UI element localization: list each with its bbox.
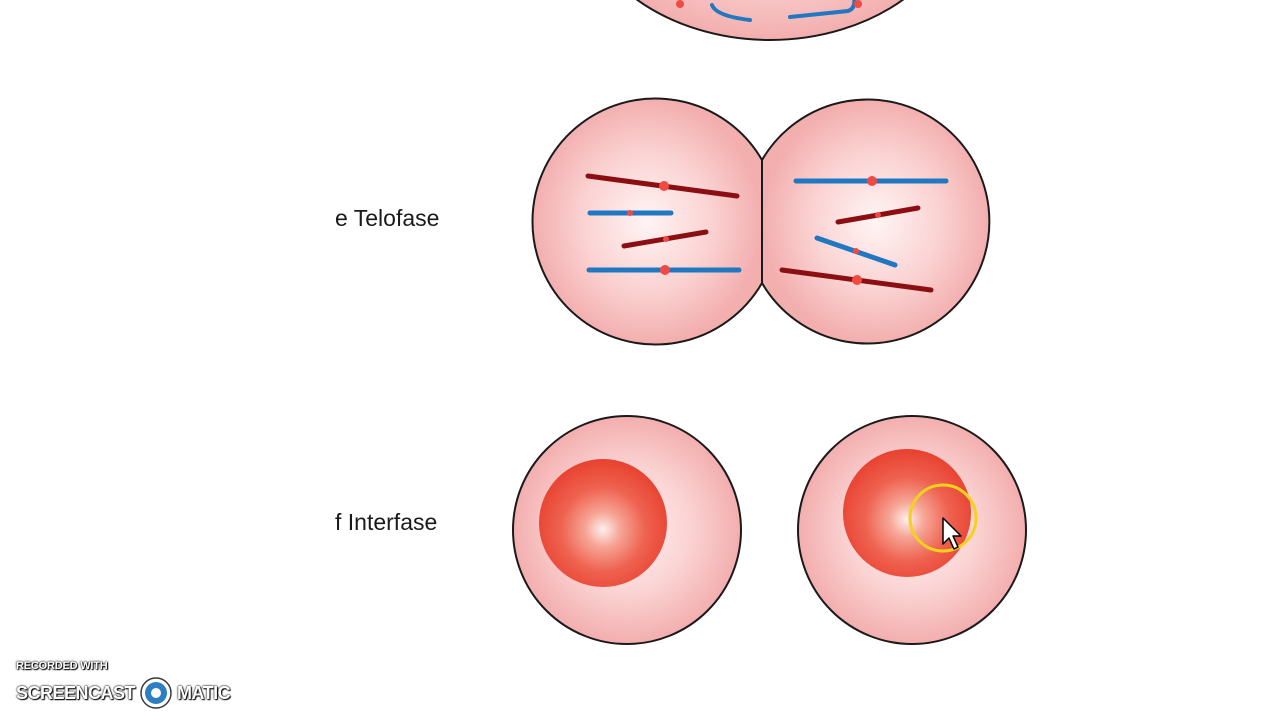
watermark-recorded-with: RECORDED WITH bbox=[16, 660, 108, 672]
stage-label-telophase: e Telofase bbox=[335, 205, 440, 231]
chromosome bbox=[788, 0, 857, 19]
stage-label-interphase: f Interfase bbox=[335, 509, 438, 535]
watermark-brand-right: MATIC bbox=[177, 682, 231, 703]
nucleus-left bbox=[539, 459, 667, 587]
cursor-highlight-ring-icon bbox=[908, 483, 978, 553]
centromere bbox=[627, 210, 633, 216]
centromere bbox=[867, 176, 877, 186]
telophase-cell-right bbox=[761, 98, 991, 345]
centromere bbox=[875, 212, 881, 218]
screencast-o-matic-logo-icon bbox=[140, 677, 172, 709]
centromere bbox=[852, 275, 862, 285]
centromere bbox=[853, 248, 859, 254]
centromere bbox=[659, 181, 669, 191]
mouse-cursor-icon bbox=[942, 517, 962, 550]
watermark-brand-left: SCREENCAST bbox=[16, 682, 136, 703]
screencast-watermark: RECORDED WITH SCREENCAST MATIC bbox=[16, 660, 256, 712]
centromere bbox=[676, 0, 684, 8]
mouse-cursor-overlay bbox=[908, 483, 978, 553]
nucleus-right bbox=[843, 449, 971, 577]
centromere bbox=[660, 265, 670, 275]
watermark-brand: SCREENCAST MATIC bbox=[16, 676, 231, 710]
telophase-cell-left bbox=[531, 97, 763, 346]
chromosome bbox=[710, 3, 752, 22]
telophase-cells bbox=[531, 97, 991, 346]
centromere bbox=[854, 0, 862, 8]
centromere bbox=[663, 236, 669, 242]
previous-stage-cell bbox=[635, 0, 905, 41]
